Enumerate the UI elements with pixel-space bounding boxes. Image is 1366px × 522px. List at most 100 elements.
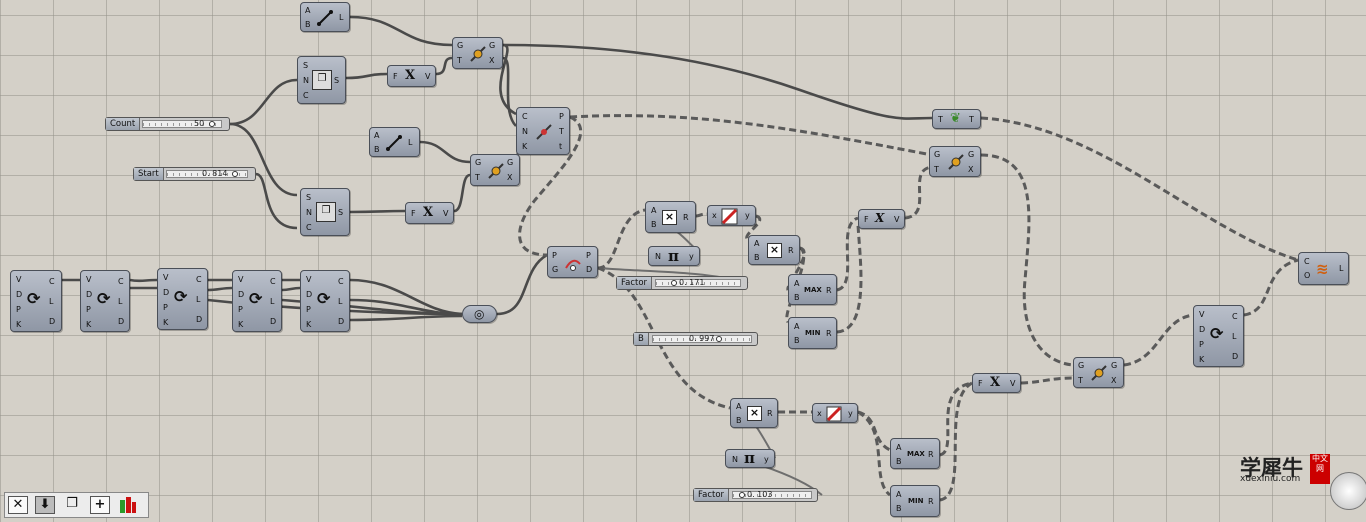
max-component[interactable]: A B R MAX (788, 274, 837, 305)
port-c-out[interactable]: C (49, 277, 55, 286)
expression-component[interactable]: F V X (387, 65, 436, 87)
slider-track[interactable] (655, 279, 741, 287)
port-d[interactable]: D (86, 290, 93, 299)
port-p[interactable]: P (552, 251, 557, 260)
port-s-out[interactable]: S (334, 76, 340, 85)
port-k[interactable]: K (86, 320, 92, 329)
port-v[interactable]: V (86, 275, 92, 284)
port-d-out[interactable]: D (118, 317, 125, 326)
port-r-out[interactable]: R (767, 409, 773, 418)
port-a[interactable]: A (305, 6, 311, 15)
port-t-out[interactable]: T (559, 127, 564, 136)
port-l-out[interactable]: L (1339, 264, 1344, 273)
loft-component[interactable]: C O L ≋ (1298, 252, 1349, 285)
port-g-out[interactable]: G (968, 150, 975, 159)
port-n[interactable]: N (303, 76, 309, 85)
port-k[interactable]: K (163, 318, 169, 327)
port-k[interactable]: K (16, 320, 22, 329)
port-k[interactable]: K (238, 320, 244, 329)
curve-pull-component[interactable]: P G P D (547, 246, 598, 278)
port-p[interactable]: P (1199, 340, 1204, 349)
slider-grip[interactable] (671, 280, 677, 286)
port-c-out[interactable]: C (196, 275, 202, 284)
slider-grip[interactable] (739, 492, 745, 498)
port-r-out[interactable]: R (788, 246, 794, 255)
evaluate-graph-component[interactable]: G T G X (929, 146, 981, 177)
port-p-out[interactable]: P (586, 251, 591, 260)
port-n[interactable]: N (522, 127, 528, 136)
close-button[interactable]: ✕ (8, 496, 28, 514)
evaluate-curve-component[interactable]: C N K P T t (516, 107, 570, 155)
port-g-out[interactable]: G (1111, 361, 1118, 370)
rotate-component[interactable]: V D P K C L D ⟳ (300, 270, 350, 332)
port-k[interactable]: K (1199, 355, 1205, 364)
slider-track[interactable] (732, 491, 812, 499)
divide-component[interactable]: x y (707, 205, 756, 226)
port-t-out[interactable]: T (969, 115, 974, 124)
port-c[interactable]: C (306, 223, 312, 232)
port-y-out[interactable]: y (689, 252, 694, 261)
port-v[interactable]: V (425, 72, 431, 81)
line-component[interactable]: A B L (300, 2, 350, 32)
multiply-component[interactable]: A B R × (748, 235, 800, 265)
relay-merge[interactable]: ◎ (462, 305, 497, 323)
rotate-component[interactable]: V D P K C L D ⟳ (1193, 305, 1244, 367)
evaluate-graph-component[interactable]: G T G X (1073, 357, 1124, 388)
port-l-out[interactable]: L (118, 297, 123, 306)
port-f[interactable]: F (864, 215, 869, 224)
multiply-component[interactable]: A B R × (730, 398, 778, 428)
line-component[interactable]: A B L (369, 127, 420, 157)
port-d-out[interactable]: D (338, 317, 345, 326)
port-d[interactable]: D (1199, 325, 1206, 334)
port-f[interactable]: F (411, 209, 416, 218)
port-o[interactable]: O (1304, 271, 1311, 280)
port-k[interactable]: K (306, 320, 312, 329)
port-b[interactable]: B (305, 20, 311, 29)
port-l-out[interactable]: L (49, 297, 54, 306)
expression-component[interactable]: F V X (972, 373, 1021, 393)
port-b[interactable]: B (794, 336, 800, 345)
port-g[interactable]: G (552, 265, 559, 274)
port-g[interactable]: G (475, 158, 482, 167)
slider-grip[interactable] (209, 121, 215, 127)
pi-component[interactable]: N y π (725, 449, 775, 468)
port-l[interactable]: L (339, 13, 344, 22)
port-c[interactable]: C (522, 112, 528, 121)
port-x-out[interactable]: X (507, 173, 513, 182)
port-g[interactable]: G (1078, 361, 1085, 370)
port-a[interactable]: A (794, 322, 800, 331)
port-a[interactable]: A (896, 490, 902, 499)
port-p[interactable]: P (86, 305, 91, 314)
port-c-out[interactable]: C (118, 277, 124, 286)
port-d-out[interactable]: D (270, 317, 277, 326)
port-s-out[interactable]: S (338, 208, 344, 217)
port-a[interactable]: A (736, 402, 742, 411)
port-p[interactable]: P (306, 305, 311, 314)
rotate-component[interactable]: V D P K C L D ⟳ (80, 270, 130, 332)
port-l-out[interactable]: L (270, 297, 275, 306)
port-n[interactable]: N (306, 208, 312, 217)
port-v[interactable]: V (443, 209, 449, 218)
port-r-out[interactable]: R (683, 213, 689, 222)
port-b[interactable]: B (374, 145, 380, 154)
port-a[interactable]: A (374, 131, 380, 140)
evaluate-graph-component[interactable]: G T G X (452, 37, 503, 69)
port-d-out[interactable]: D (1232, 352, 1239, 361)
port-v[interactable]: V (238, 275, 244, 284)
port-d[interactable]: D (163, 288, 170, 297)
port-b[interactable]: B (651, 220, 657, 229)
multiply-component[interactable]: A B R × (645, 201, 696, 233)
port-l-out[interactable]: L (338, 297, 343, 306)
port-v[interactable]: V (1010, 379, 1016, 388)
port-v[interactable]: V (1199, 310, 1205, 319)
port-b[interactable]: B (896, 504, 902, 513)
port-f[interactable]: F (393, 72, 398, 81)
port-t[interactable]: T (938, 115, 943, 124)
slider-grip[interactable] (716, 336, 722, 342)
slider-grip[interactable] (232, 171, 238, 177)
port-t[interactable]: T (457, 56, 462, 65)
port-s[interactable]: S (303, 61, 309, 70)
port-k[interactable]: K (522, 142, 528, 151)
port-s[interactable]: S (306, 193, 312, 202)
port-b[interactable]: B (736, 416, 742, 425)
